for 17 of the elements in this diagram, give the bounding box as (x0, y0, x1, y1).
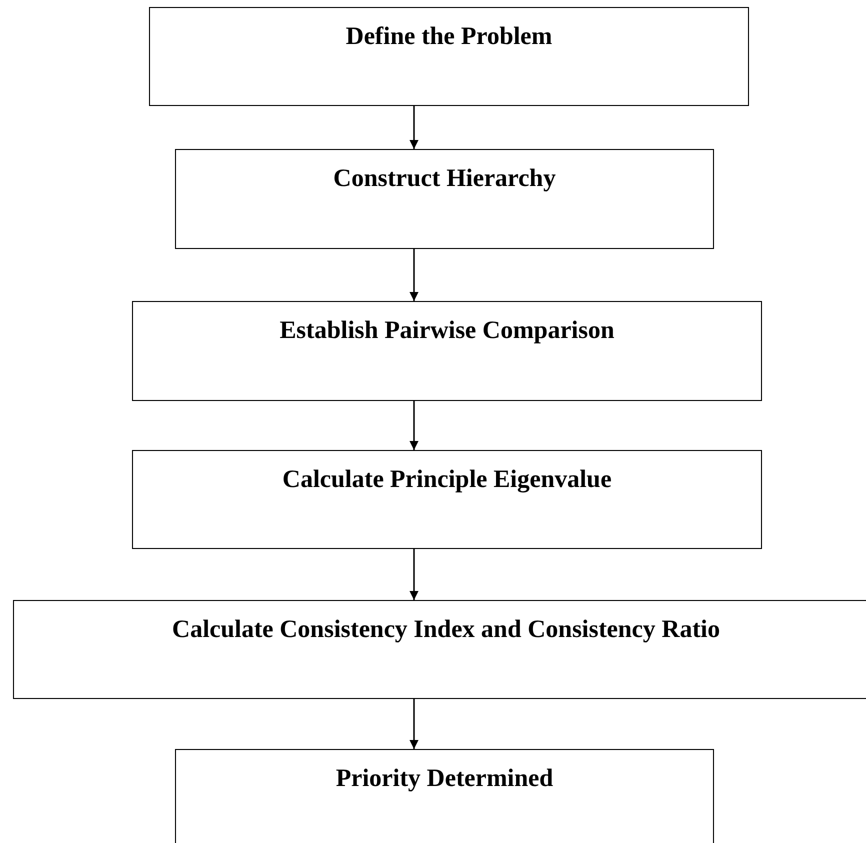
arrow (410, 249, 418, 301)
step-label: Calculate Consistency Index and Consistency Ratio (171, 615, 721, 645)
process-box (175, 149, 714, 249)
step-label: Establish Pairwise Comparison (278, 316, 616, 346)
arrow (410, 699, 418, 749)
process-box (132, 301, 762, 401)
arrow (410, 106, 418, 149)
step-label: Define the Problem (344, 22, 554, 52)
process-box (13, 600, 866, 699)
process-box (132, 450, 762, 549)
step-label: Calculate Principle Eigenvalue (281, 465, 613, 495)
arrow (410, 549, 418, 600)
process-box (175, 749, 714, 843)
arrow (410, 401, 418, 450)
step-label: Priority Determined (334, 764, 554, 794)
process-box (149, 7, 749, 106)
step-label: Construct Hierarchy (332, 164, 557, 194)
